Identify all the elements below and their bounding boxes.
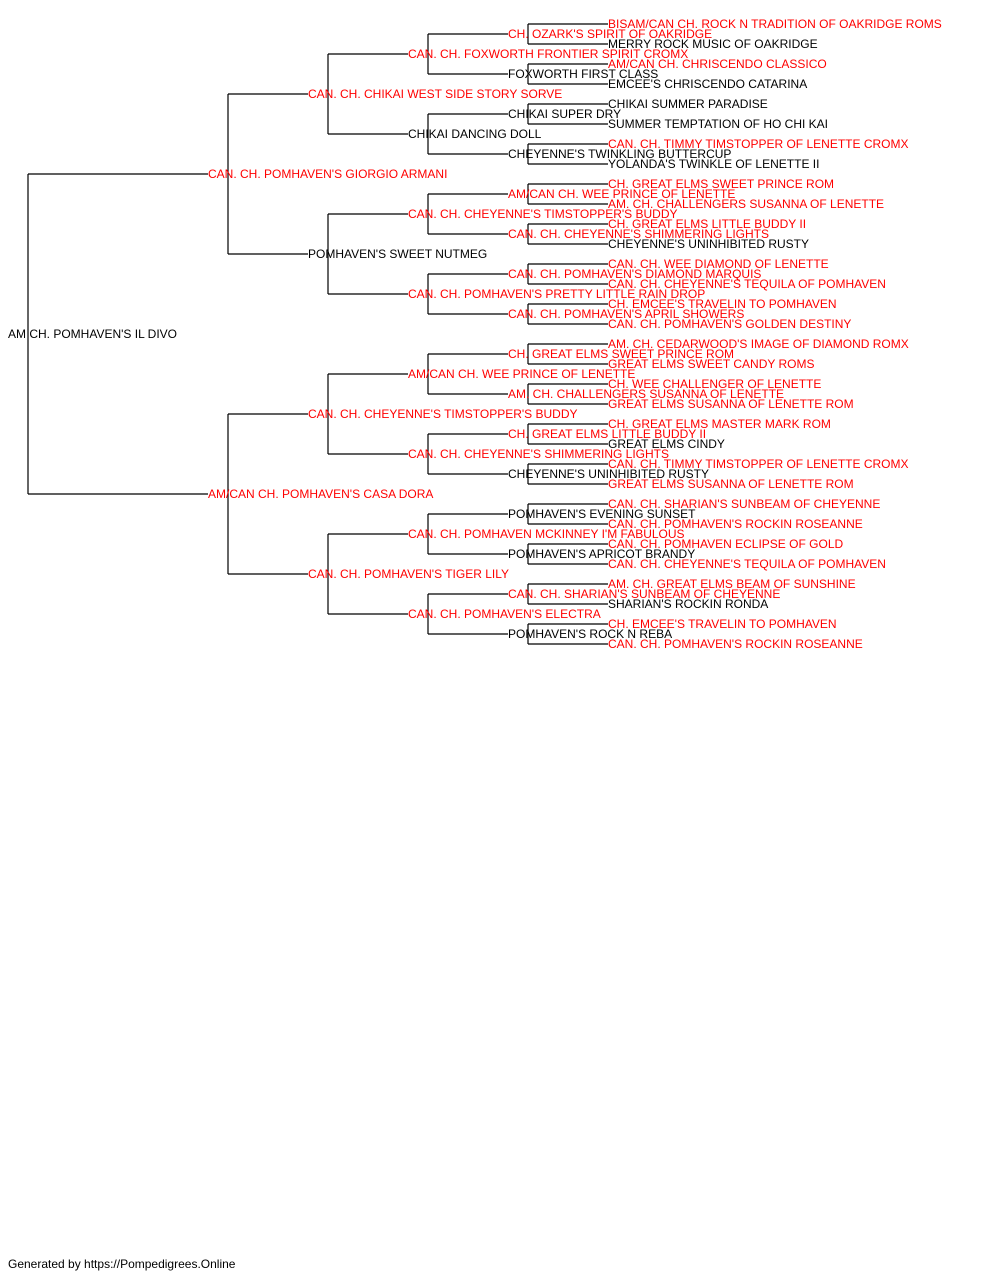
- gen5-ancestor: CHIKAI SUPER DRY: [508, 107, 621, 121]
- gen3-ancestor: CAN. CH. POMHAVEN'S TIGER LILY: [308, 567, 509, 581]
- gen6-ancestor: CAN. CH. SHARIAN'S SUNBEAM OF CHEYENNE: [608, 497, 880, 511]
- footer-credit: Generated by https://Pompedigrees.Online: [8, 1257, 236, 1271]
- gen6-ancestor: CAN. CH. POMHAVEN ECLIPSE OF GOLD: [608, 537, 843, 551]
- gen6-ancestor: CAN. CH. WEE DIAMOND OF LENETTE: [608, 257, 829, 271]
- gen6-ancestor: CH. WEE CHALLENGER OF LENETTE: [608, 377, 821, 391]
- gen6-ancestor: GREAT ELMS SUSANNA OF LENETTE ROM: [608, 397, 854, 411]
- gen6-ancestor: AM. CH. GREAT ELMS BEAM OF SUNSHINE: [608, 577, 856, 591]
- gen6-ancestor: YOLANDA'S TWINKLE OF LENETTE II: [608, 157, 819, 171]
- gen6-ancestor: AM. CH. CHALLENGERS SUSANNA OF LENETTE: [608, 197, 884, 211]
- gen6-ancestor: CAN. CH. TIMMY TIMSTOPPER OF LENETTE CRO…: [608, 137, 908, 151]
- gen6-ancestor: CH. EMCEE'S TRAVELIN TO POMHAVEN: [608, 617, 837, 631]
- gen4-ancestor: CAN. CH. FOXWORTH FRONTIER SPIRIT CROMX: [408, 47, 688, 61]
- gen6-ancestor: CAN. CH. CHEYENNE'S TEQUILA OF POMHAVEN: [608, 277, 886, 291]
- gen6-ancestor: CAN. CH. TIMMY TIMSTOPPER OF LENETTE CRO…: [608, 457, 908, 471]
- gen5-ancestor: POMHAVEN'S ROCK N REBA: [508, 627, 672, 641]
- gen6-ancestor: CAN. CH. CHEYENNE'S TEQUILA OF POMHAVEN: [608, 557, 886, 571]
- gen5-ancestor: CAN. CH. POMHAVEN'S DIAMOND MARQUIS: [508, 267, 761, 281]
- gen4-ancestor: CAN. CH. POMHAVEN MCKINNEY I'M FABULOUS: [408, 527, 685, 541]
- gen6-ancestor: SUMMER TEMPTATION OF HO CHI KAI: [608, 117, 828, 131]
- gen5-ancestor: CAN. CH. POMHAVEN'S APRIL SHOWERS: [508, 307, 744, 321]
- gen5-ancestor: CH. GREAT ELMS LITTLE BUDDY II: [508, 427, 706, 441]
- gen6-ancestor: CH. GREAT ELMS LITTLE BUDDY II: [608, 217, 806, 231]
- gen6-ancestor: CAN. CH. POMHAVEN'S ROCKIN ROSEANNE: [608, 637, 863, 651]
- gen5-ancestor: CAN. CH. CHEYENNE'S SHIMMERING LIGHTS: [508, 227, 769, 241]
- gen4-ancestor: AM/CAN CH. WEE PRINCE OF LENETTE: [408, 367, 635, 381]
- gen5-ancestor: CHEYENNE'S TWINKLING BUTTERCUP: [508, 147, 731, 161]
- gen6-ancestor: AM/CAN CH. CHRISCENDO CLASSICO: [608, 57, 827, 71]
- gen6-ancestor: GREAT ELMS SWEET CANDY ROMS: [608, 357, 814, 371]
- gen5-ancestor: CHEYENNE'S UNINHIBITED RUSTY: [508, 467, 709, 481]
- gen6-ancestor: AM. CH. CEDARWOOD'S IMAGE OF DIAMOND ROM…: [608, 337, 909, 351]
- gen6-ancestor: MERRY ROCK MUSIC OF OAKRIDGE: [608, 37, 818, 51]
- gen2-ancestor: AM/CAN CH. POMHAVEN'S CASA DORA: [208, 487, 433, 501]
- gen5-ancestor: POMHAVEN'S APRICOT BRANDY: [508, 547, 695, 561]
- gen4-ancestor: CAN. CH. CHEYENNE'S TIMSTOPPER'S BUDDY: [408, 207, 678, 221]
- gen5-ancestor: CAN. CH. SHARIAN'S SUNBEAM OF CHEYENNE: [508, 587, 780, 601]
- gen5-ancestor: AM/CAN CH. WEE PRINCE OF LENETTE: [508, 187, 735, 201]
- gen5-ancestor: FOXWORTH FIRST CLASS: [508, 67, 658, 81]
- gen4-ancestor: CAN. CH. CHEYENNE'S SHIMMERING LIGHTS: [408, 447, 669, 461]
- gen4-ancestor: CHIKAI DANCING DOLL: [408, 127, 542, 141]
- gen5-ancestor: CH. GREAT ELMS SWEET PRINCE ROM: [508, 347, 734, 361]
- gen3-ancestor: CAN. CH. CHIKAI WEST SIDE STORY SORVE: [308, 87, 562, 101]
- gen6-ancestor: CH. GREAT ELMS SWEET PRINCE ROM: [608, 177, 834, 191]
- gen6-ancestor: BISAM/CAN CH. ROCK N TRADITION OF OAKRID…: [608, 17, 942, 31]
- gen6-ancestor: SHARIAN'S ROCKIN RONDA: [608, 597, 768, 611]
- gen4-ancestor: CAN. CH. POMHAVEN'S PRETTY LITTLE RAIN D…: [408, 287, 705, 301]
- gen3-ancestor: POMHAVEN'S SWEET NUTMEG: [308, 247, 487, 261]
- gen6-ancestor: CHEYENNE'S UNINHIBITED RUSTY: [608, 237, 809, 251]
- gen6-ancestor: GREAT ELMS SUSANNA OF LENETTE ROM: [608, 477, 854, 491]
- gen6-ancestor: EMCEE'S CHRISCENDO CATARINA: [608, 77, 807, 91]
- gen6-ancestor: CH. EMCEE'S TRAVELIN TO POMHAVEN: [608, 297, 837, 311]
- root-dog: AM CH. POMHAVEN'S IL DIVO: [8, 327, 177, 341]
- gen3-ancestor: CAN. CH. CHEYENNE'S TIMSTOPPER'S BUDDY: [308, 407, 578, 421]
- gen6-ancestor: CAN. CH. POMHAVEN'S ROCKIN ROSEANNE: [608, 517, 863, 531]
- gen6-ancestor: CHIKAI SUMMER PARADISE: [608, 97, 768, 111]
- gen6-ancestor: CAN. CH. POMHAVEN'S GOLDEN DESTINY: [608, 317, 851, 331]
- gen2-ancestor: CAN. CH. POMHAVEN'S GIORGIO ARMANI: [208, 167, 447, 181]
- gen5-ancestor: AM. CH. CHALLENGERS SUSANNA OF LENETTE: [508, 387, 784, 401]
- gen5-ancestor: POMHAVEN'S EVENING SUNSET: [508, 507, 696, 521]
- gen5-ancestor: CH. OZARK'S SPIRIT OF OAKRIDGE: [508, 27, 712, 41]
- gen6-ancestor: GREAT ELMS CINDY: [608, 437, 725, 451]
- gen4-ancestor: CAN. CH. POMHAVEN'S ELECTRA: [408, 607, 601, 621]
- gen6-ancestor: CH. GREAT ELMS MASTER MARK ROM: [608, 417, 831, 431]
